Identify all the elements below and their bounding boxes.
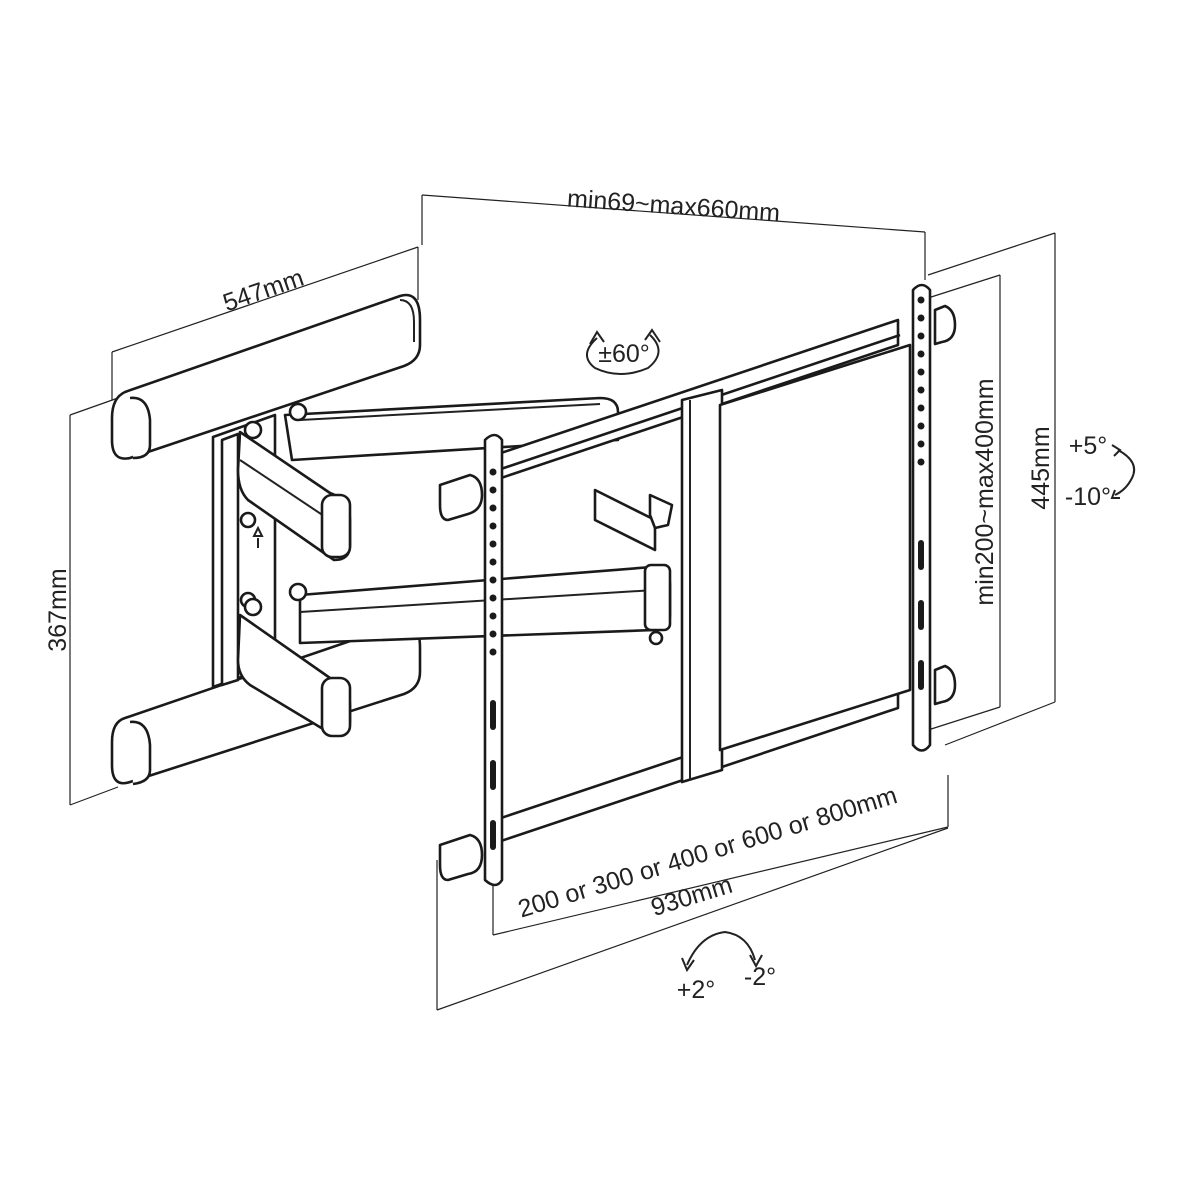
label-roll-right: -2° [744,963,776,991]
roll-arrow-icon [681,930,763,973]
label-wall-plate-height: 367mm [44,568,72,651]
label-vesa-vertical: min200~max400mm [971,378,999,605]
label-wall-plate-width: 547mm [219,264,307,318]
tv-bracket [438,283,957,887]
label-swivel: ±60° [598,340,650,368]
mounting-holes [489,296,925,850]
swing-arms [236,396,674,738]
label-roll-left: +2° [677,976,716,1004]
label-tilt-down: -10° [1065,483,1111,511]
wall-plate [110,293,422,786]
dimension-lines [69,194,1056,1011]
swivel-arrow-icon [586,328,661,375]
tilt-arrow-icon [1110,444,1136,499]
label-total-height: 445mm [1027,426,1055,509]
label-tilt-up: +5° [1069,432,1108,460]
label-extension: min69~max660mm [566,185,781,228]
